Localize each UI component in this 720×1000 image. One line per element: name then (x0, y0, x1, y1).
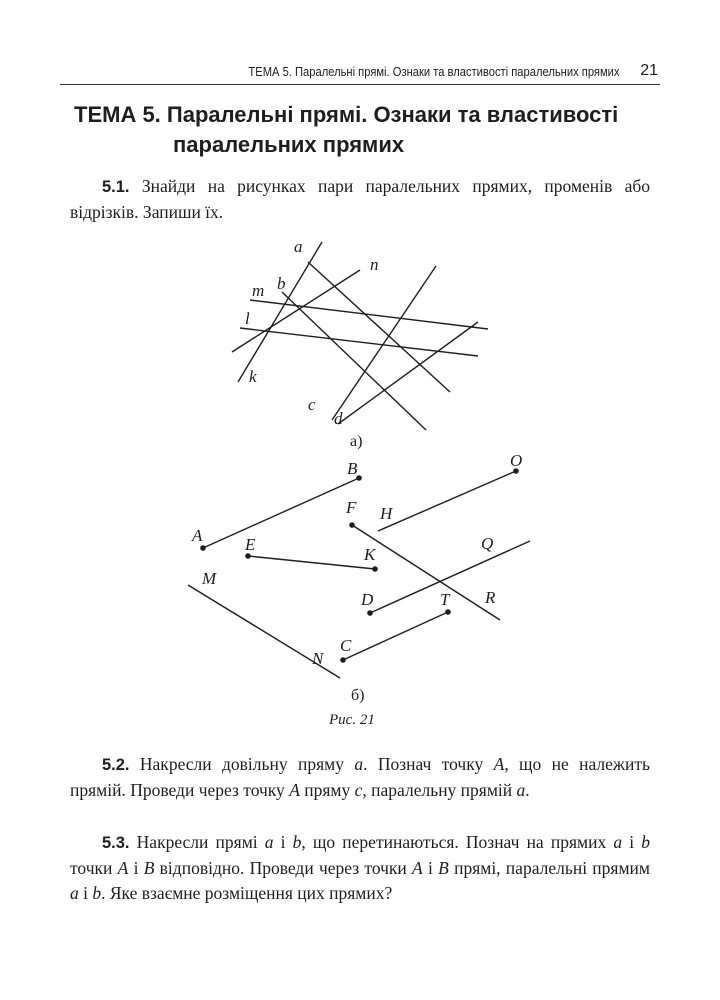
line-m (249, 299, 489, 330)
label-M: M (201, 569, 217, 588)
label-Q: Q (481, 534, 493, 553)
label-T: T (440, 590, 451, 609)
figure-caption: Рис. 21 (328, 712, 375, 728)
problem-number: 5.3. (102, 834, 130, 852)
label-R: R (484, 588, 496, 607)
label-k: k (249, 367, 257, 386)
label-a: a (294, 237, 303, 256)
label-d: d (334, 409, 343, 428)
label-E: E (244, 535, 256, 554)
ray-HO (377, 470, 517, 532)
label-H: H (379, 504, 394, 523)
point-O (513, 468, 519, 474)
segment-AB (202, 477, 360, 549)
problem-5-1: 5.1. Знайди на рисунках пари паралельних… (70, 174, 650, 225)
label-D: D (360, 590, 374, 609)
figure-a-lines (231, 241, 489, 431)
label-b: b (277, 274, 286, 293)
segment-CT (342, 611, 449, 661)
label-n: n (370, 255, 379, 274)
topic-title-line-2: паралельних прямих (173, 132, 405, 157)
line-MN (187, 584, 341, 679)
problem-text: Накресли прямі a і b, що перетинаються. … (70, 832, 650, 903)
label-F: F (345, 498, 357, 517)
label-C: C (340, 636, 352, 655)
running-title: ТЕМА 5. Паралельні прямі. Ознаки та влас… (248, 64, 620, 79)
label-A: A (191, 526, 203, 545)
ray-FR (351, 524, 501, 621)
figure-b-lines (187, 470, 531, 679)
point-F (349, 522, 355, 528)
caption-b: б) (351, 687, 364, 704)
page-number: 21 (640, 62, 658, 79)
point-C (340, 657, 346, 663)
line-k (307, 261, 451, 393)
segment-EK (247, 555, 376, 570)
point-E (245, 553, 251, 559)
point-T (445, 609, 451, 615)
label-K: K (363, 545, 377, 564)
label-O: O (510, 451, 522, 470)
problem-number: 5.1. (102, 178, 130, 196)
label-c: c (308, 395, 316, 414)
line-b (281, 291, 427, 431)
label-N: N (311, 649, 325, 668)
point-A (200, 545, 206, 551)
running-header: ТЕМА 5. Паралельні прямі. Ознаки та влас… (60, 62, 660, 85)
label-m: m (252, 281, 264, 300)
label-l: l (245, 309, 250, 328)
point-K (372, 566, 378, 572)
problem-text: Накресли довільну пряму a. Познач точку … (70, 754, 651, 800)
topic-title: ТЕМА 5. Паралельні прямі. Ознаки та влас… (74, 100, 674, 160)
caption-a: а) (350, 433, 362, 450)
problem-5-2: 5.2. Накресли довільну пряму a. Познач т… (70, 752, 650, 803)
line-c (331, 265, 437, 421)
problem-text: Знайди на рисунках пари паралельних прям… (70, 176, 651, 222)
point-B (356, 475, 362, 481)
topic-title-line-1: ТЕМА 5. Паралельні прямі. Ознаки та влас… (74, 102, 619, 127)
line-l (239, 327, 479, 357)
line-n (231, 269, 361, 353)
line-a (237, 241, 323, 383)
problem-5-3: 5.3. Накресли прямі a і b, що перетинают… (70, 830, 650, 906)
ray-DQ (369, 540, 531, 614)
label-B: B (347, 459, 358, 478)
problem-number: 5.2. (102, 756, 130, 774)
line-d (337, 321, 479, 425)
point-D (367, 610, 373, 616)
